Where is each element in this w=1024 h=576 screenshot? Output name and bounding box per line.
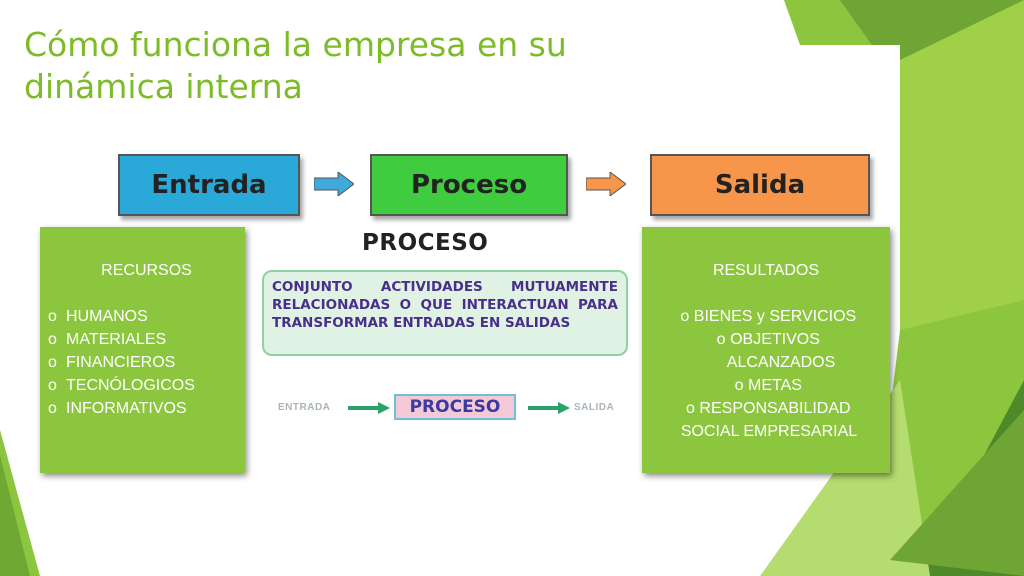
arrow-right-icon xyxy=(348,402,390,414)
resultados-heading: RESULTADOS xyxy=(712,262,820,279)
entrada-label: Entrada xyxy=(151,170,267,200)
slide-title: Cómo funciona la empresa en su dinámica … xyxy=(24,25,567,106)
arrow-right-icon xyxy=(528,402,570,414)
flow-diagram: Entrada Proceso Salida xyxy=(68,134,898,234)
mini-entrada-label: ENTRADA xyxy=(278,402,331,413)
mini-proceso-box: PROCESO xyxy=(394,394,516,420)
salida-box: Salida xyxy=(650,154,870,216)
list-item-continuation: SOCIAL EMPRESARIAL xyxy=(680,423,858,440)
right-light-facet xyxy=(900,0,1024,330)
arrow-right-icon xyxy=(586,172,626,196)
entrada-box: Entrada xyxy=(118,154,300,216)
recursos-heading: RECURSOS xyxy=(101,262,192,279)
salida-label: Salida xyxy=(714,170,806,200)
proceso-definition: CONJUNTO ACTIVIDADES MUTUAMENTE RELACION… xyxy=(262,270,628,356)
proceso-label: Proceso xyxy=(410,170,528,200)
mini-flow-diagram: ENTRADA PROCESO SALIDA xyxy=(270,392,630,424)
proceso-box: Proceso xyxy=(370,154,568,216)
arrow-right-icon xyxy=(314,172,354,196)
right-bottom-mid-triangle xyxy=(890,410,1024,576)
mini-salida-label: SALIDA xyxy=(574,402,615,413)
list-item-continuation: ALCANZADOS xyxy=(726,354,836,371)
proceso-heading: PROCESO xyxy=(362,230,489,256)
left-corner-triangle-dark xyxy=(0,455,30,576)
